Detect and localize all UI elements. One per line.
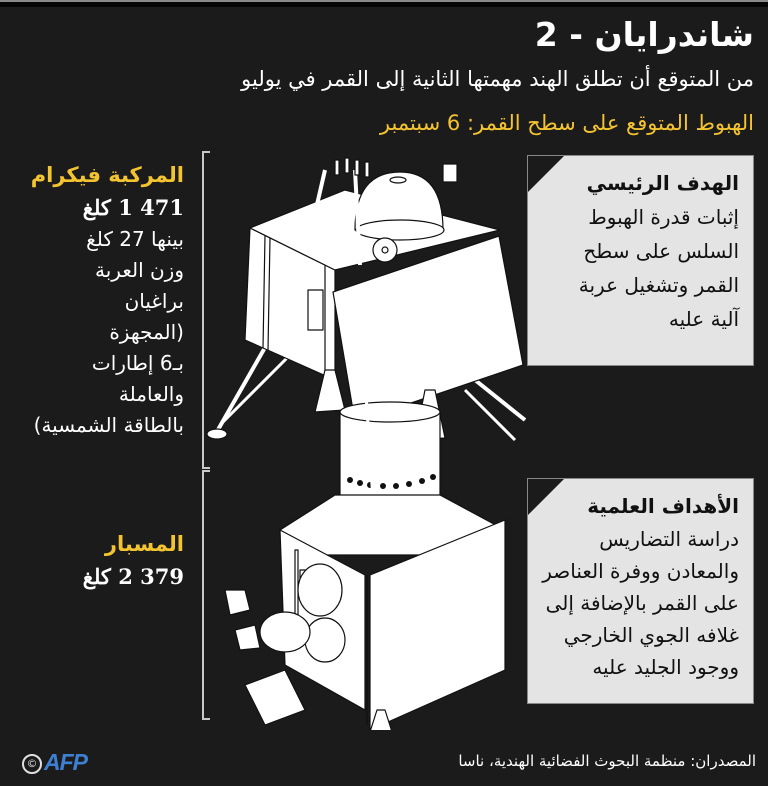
top-border xyxy=(0,0,768,2)
vikram-line: براغيان xyxy=(124,289,184,313)
copyright-icon: © xyxy=(22,754,42,774)
orbiter-bracket xyxy=(202,470,210,720)
science-goals-line: غلافه الجوي الخارجي xyxy=(563,623,739,647)
science-goals-line: والمعادن ووفرة العناصر xyxy=(542,559,739,583)
vikram-line: وزن العربة xyxy=(95,258,184,282)
page-title: شاندرايان - 2 xyxy=(534,15,754,54)
vikram-mass: 471 1 كلغ xyxy=(82,195,184,220)
orbiter-info: المسبار 379 2 كلغ xyxy=(4,527,184,593)
vikram-bracket xyxy=(202,151,210,469)
top-bar xyxy=(0,2,768,7)
afp-logo: AFP xyxy=(44,749,88,775)
main-goal-heading: الهدف الرئيسي xyxy=(586,171,739,195)
science-goals-line: ووجود الجليد عليه xyxy=(592,655,739,679)
page-fold-icon xyxy=(528,479,566,517)
vikram-label: المركبة فيكرام xyxy=(30,163,184,187)
sources-text: المصدران: منظمة البحوث الفضائية الهندية،… xyxy=(458,752,756,770)
orbiter-label: المسبار xyxy=(104,532,184,556)
main-goal-note: الهدف الرئيسي إثبات قدرة الهبوط السلس عل… xyxy=(527,155,754,366)
landing-date: الهبوط المتوقع على سطح القمر: 6 سبتمبر xyxy=(379,111,754,135)
main-goal-line: القمر وتشغيل عربة xyxy=(578,273,739,297)
vikram-line: بـ6 إطارات xyxy=(91,351,184,375)
page-fold-icon xyxy=(528,156,566,194)
main-goal-line: إثبات قدرة الهبوط xyxy=(588,205,739,229)
vikram-line: بينها 27 كلغ xyxy=(86,227,184,251)
main-goal-line: السلس على سطح xyxy=(583,239,739,263)
vikram-line: والعاملة xyxy=(118,382,184,406)
science-goals-heading: الأهداف العلمية xyxy=(587,494,739,518)
spacecraft-illustration xyxy=(206,157,527,730)
vikram-info: المركبة فيكرام 471 1 كلغ بينها 27 كلغ وز… xyxy=(4,158,184,441)
science-goals-line: دراسة التضاريس xyxy=(599,527,739,551)
vikram-line: (المجهزة xyxy=(109,320,184,344)
vikram-line: بالطاقة الشمسية) xyxy=(33,413,184,437)
main-goal-line: آلية عليه xyxy=(668,307,739,331)
subtitle: من المتوقع أن تطلق الهند مهمتها الثانية … xyxy=(241,67,754,91)
science-goals-note: الأهداف العلمية دراسة التضاريس والمعادن … xyxy=(527,478,754,704)
orbiter-mass: 379 2 كلغ xyxy=(82,564,184,589)
science-goals-line: على القمر بالإضافة إلى xyxy=(545,591,739,615)
